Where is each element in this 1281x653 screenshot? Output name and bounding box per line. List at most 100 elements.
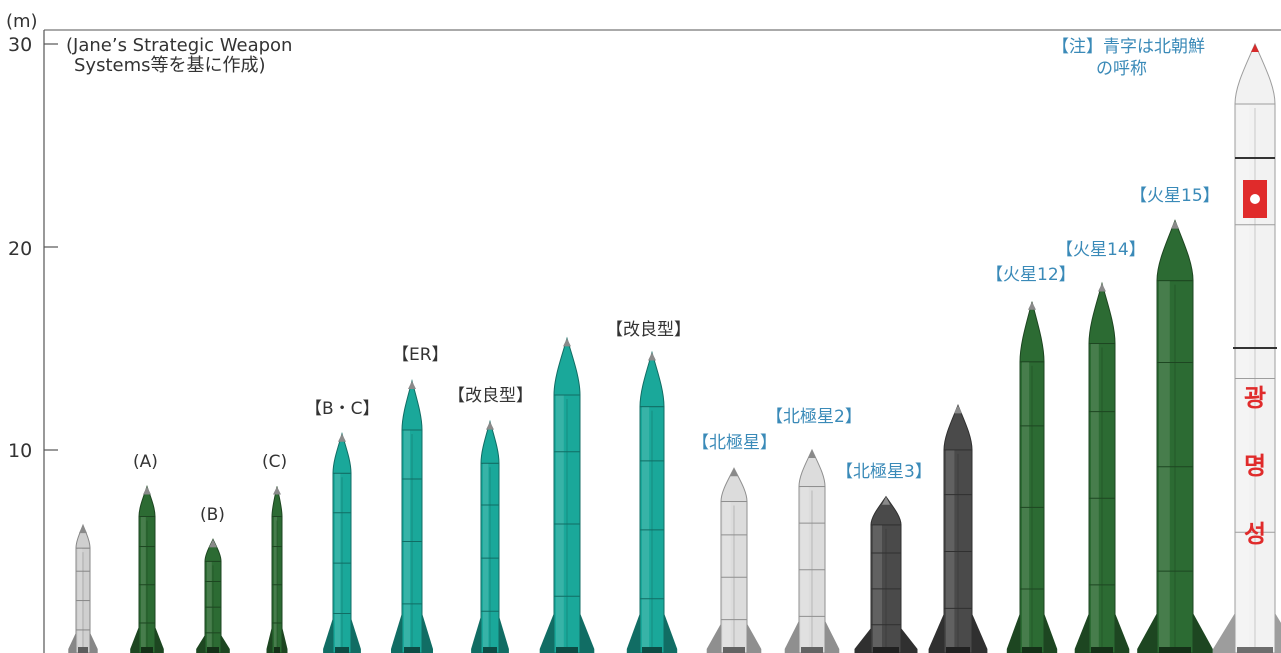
missile-nose [943,404,973,451]
missile-nose [798,448,826,488]
missile-nose [1088,281,1116,345]
missile-fin [1115,613,1130,653]
missile-fin [854,627,871,653]
missile-11 [784,448,840,653]
missile-fin [196,634,205,653]
missile-tip [338,433,346,442]
missile-fin [825,620,840,653]
missile-6 [391,379,433,653]
missile-tip [1028,301,1036,310]
missile-label-C: (C) [262,452,288,472]
missile-nozzle [723,647,745,653]
missile-16 [1137,219,1213,653]
missile-4 [266,486,288,653]
missile-fin [928,613,944,653]
missile-fin [747,623,762,653]
missile-label-pukguksong: 【北極星】 [692,433,777,453]
missile-tip [408,380,416,389]
missile-fin [68,632,76,653]
missile-tip [486,421,494,430]
missile-nose [870,495,902,526]
missile-1 [68,523,98,653]
missile-fin [221,634,230,653]
missile-tip [209,539,217,548]
missile-fin [1044,613,1058,653]
missile-label-improved-2: 【改良型】 [606,320,691,340]
missile-tip [648,352,656,361]
missile-tip [882,496,890,505]
missile-label-B: (B) [200,505,225,525]
missile-nose [1019,301,1045,363]
missile-label-hwasong-12: 【火星12】 [986,265,1076,285]
missile-nozzle [556,647,578,653]
missile-label-pukguksong-2: 【北極星2】 [766,407,862,427]
naming-note-line2: の呼称 [1096,59,1147,79]
missile-fin [626,613,640,653]
hangul-char-2: 명 [1244,452,1266,480]
missile-10 [706,467,762,653]
missile-fin [784,620,799,653]
missile-fin [664,613,678,653]
missile-fin [580,613,595,653]
missile-fin [282,626,288,653]
missile-label-hwasong-15: 【火星15】 [1130,186,1220,206]
missile-fin [706,623,721,653]
missile-nozzle [1022,647,1042,653]
missile-nose [1234,42,1276,105]
missile-nozzle [78,647,88,653]
missile-nozzle [207,647,219,653]
missile-tip [730,468,738,477]
tick-label-20: 20 [8,238,33,260]
missile-nozzle [946,647,970,653]
missile-label-pukguksong-3: 【北極星3】 [836,462,932,482]
missile-tip [79,525,87,534]
missile-nozzle [274,647,280,653]
missile-fin [1074,613,1089,653]
missile-8 [539,336,595,653]
missile-label-A: (A) [133,452,158,472]
missile-fin [1006,613,1020,653]
missile-17: 광명성 [1213,42,1281,653]
missile-fin [323,617,333,653]
missile-tip [273,486,281,495]
hangul-char-1: 광 [1244,384,1266,412]
missile-tip [563,338,571,347]
missile-label-improved-1: 【改良型】 [448,386,533,406]
missile-nozzle [483,647,497,653]
missile-nozzle [1159,647,1191,653]
missile-nose [138,485,156,518]
missile-fin [901,627,918,653]
missile-fin [471,615,481,653]
missile-tip [1171,220,1179,229]
missile-fin [1137,613,1157,653]
hangul-char-3: 성 [1244,520,1266,548]
missile-fin [155,626,164,653]
missile-tip [954,405,962,414]
missile-15 [1074,281,1130,653]
tick-label-10: 10 [8,440,33,462]
missile-fin [130,626,139,653]
missile-nose [271,486,283,518]
naming-note-line1: 【注】青字は北朝鮮 [1052,37,1205,57]
missile-fin [422,613,433,653]
missile-label-er: 【ER】 [392,345,449,365]
missile-tip [143,486,151,495]
missile-9 [626,350,678,653]
missile-nozzle [335,647,349,653]
flag-circle [1250,194,1260,204]
missile-12 [854,495,918,653]
missile-2 [130,485,164,653]
missile-14 [1006,301,1058,653]
missile-nozzle [873,647,899,653]
missile-tip [1251,44,1259,52]
missile-fin [499,615,509,653]
missile-tip [1098,283,1106,292]
missile-tip [808,450,816,458]
missile-fin [972,613,988,653]
missile-3 [196,538,230,653]
missile-nose [720,467,748,503]
missile-label-hwasong-14: 【火星14】 [1056,240,1146,260]
missile-nozzle [1091,647,1113,653]
